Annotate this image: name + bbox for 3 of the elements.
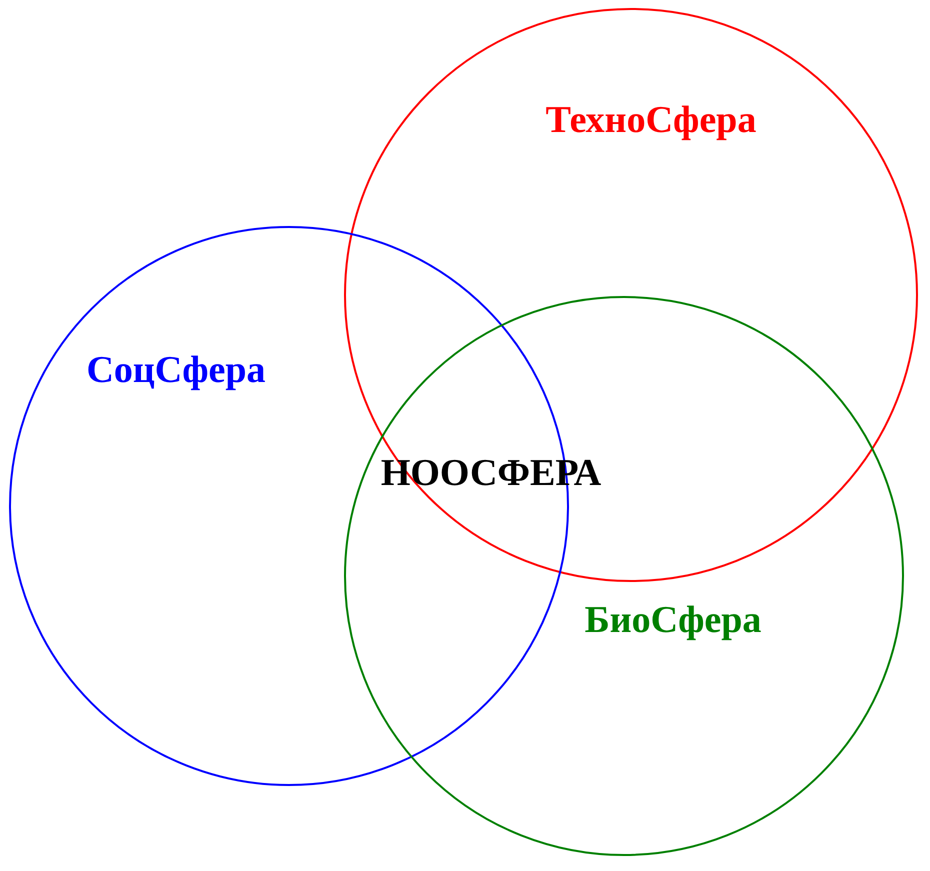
set-label: ТехноСфера xyxy=(546,98,756,142)
set-label: СоцСфера xyxy=(86,348,266,392)
set-label: БиоСфера xyxy=(584,598,762,642)
